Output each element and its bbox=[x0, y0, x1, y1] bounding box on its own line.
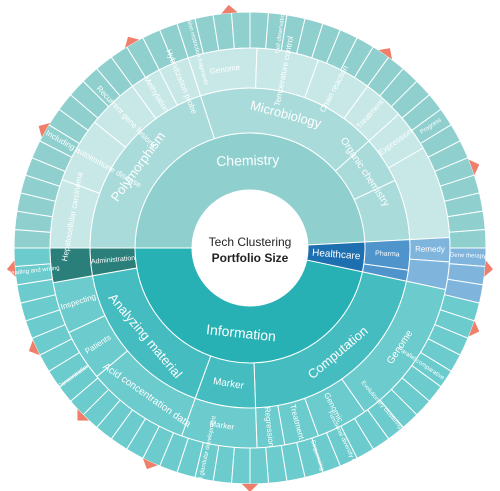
label-chemistry: Chemistry bbox=[216, 151, 279, 169]
ring4-segment bbox=[249, 446, 270, 485]
label-reading-and-writing: Reading and writing bbox=[7, 266, 60, 278]
label-administration: Administration bbox=[91, 255, 136, 266]
label-remedy: Remedy bbox=[415, 245, 445, 254]
sunburst-rings bbox=[6, 4, 494, 491]
accent-marker bbox=[378, 48, 393, 60]
label-genome: Genome bbox=[209, 63, 241, 76]
label-marker: Marker bbox=[209, 419, 235, 432]
ring4-segment bbox=[230, 11, 251, 50]
accent-marker bbox=[6, 260, 16, 277]
label-healthcare: Healthcare bbox=[312, 248, 362, 263]
accent-marker bbox=[142, 458, 158, 470]
center-hole bbox=[192, 190, 308, 306]
accent-marker bbox=[241, 483, 259, 491]
accent-marker bbox=[468, 320, 480, 337]
label-regression: Regression bbox=[263, 406, 276, 447]
chart-title: Tech Clustering bbox=[209, 235, 292, 249]
label-gene-therapy: Gene therapy bbox=[450, 253, 487, 260]
accent-marker bbox=[484, 260, 494, 277]
label-cell-observation: Cell observation bbox=[275, 10, 287, 53]
accent-marker bbox=[124, 36, 140, 48]
accent-marker bbox=[38, 122, 50, 138]
ring4-segment bbox=[448, 228, 487, 249]
label-pharma: Pharma bbox=[375, 250, 400, 258]
label-information: Information bbox=[205, 321, 276, 344]
ring4-segment bbox=[13, 247, 52, 268]
accent-marker bbox=[28, 340, 40, 356]
accent-marker bbox=[77, 408, 90, 421]
label-marker: Marker bbox=[212, 376, 245, 392]
accent-marker bbox=[221, 4, 238, 14]
accent-marker bbox=[468, 159, 480, 176]
chart-subtitle: Portfolio Size bbox=[212, 251, 289, 265]
